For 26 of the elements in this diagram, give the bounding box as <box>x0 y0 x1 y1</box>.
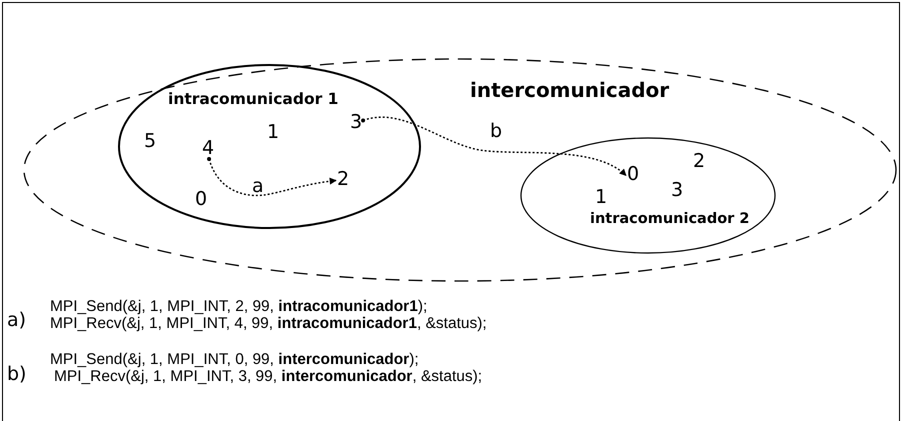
process-number: 2 <box>337 170 350 189</box>
code-line: MPI_Recv(&j, 1, MPI_INT, 3, 99, intercomunicador, &status); <box>54 369 482 384</box>
process-number: 0 <box>195 190 208 209</box>
list-marker: a) <box>7 311 26 330</box>
process-number: 2 <box>693 152 706 171</box>
process-number: 0 <box>627 165 640 184</box>
group-title: intercomunicador <box>470 80 670 100</box>
process-number: 3 <box>350 113 362 132</box>
process-number: 4 <box>202 139 214 158</box>
code-line: MPI_Recv(&j, 1, MPI_INT, 4, 99, intracomunicador1, &status); <box>50 316 487 332</box>
process-number: 1 <box>595 188 608 207</box>
group-ellipse <box>118 64 421 229</box>
arrow <box>361 116 627 176</box>
group-title: intracomunicador 1 <box>168 92 338 108</box>
dashed-ellipse <box>23 58 897 282</box>
process-number: 5 <box>144 132 156 151</box>
process-number: 3 <box>671 181 684 200</box>
code-line: MPI_Send(&j, 1, MPI_INT, 2, 99, intracomunicador1); <box>50 299 428 314</box>
group-ellipse <box>520 137 776 254</box>
edge-label: b <box>490 122 502 141</box>
group-title: intracomunicador 2 <box>590 212 750 226</box>
edge-label: a <box>252 177 264 196</box>
arrow <box>207 157 337 196</box>
code-line: MPI_Send(&j, 1, MPI_INT, 0, 99, intercomunicador); <box>50 352 419 368</box>
process-number: 1 <box>267 123 280 142</box>
list-marker: b) <box>7 365 26 384</box>
